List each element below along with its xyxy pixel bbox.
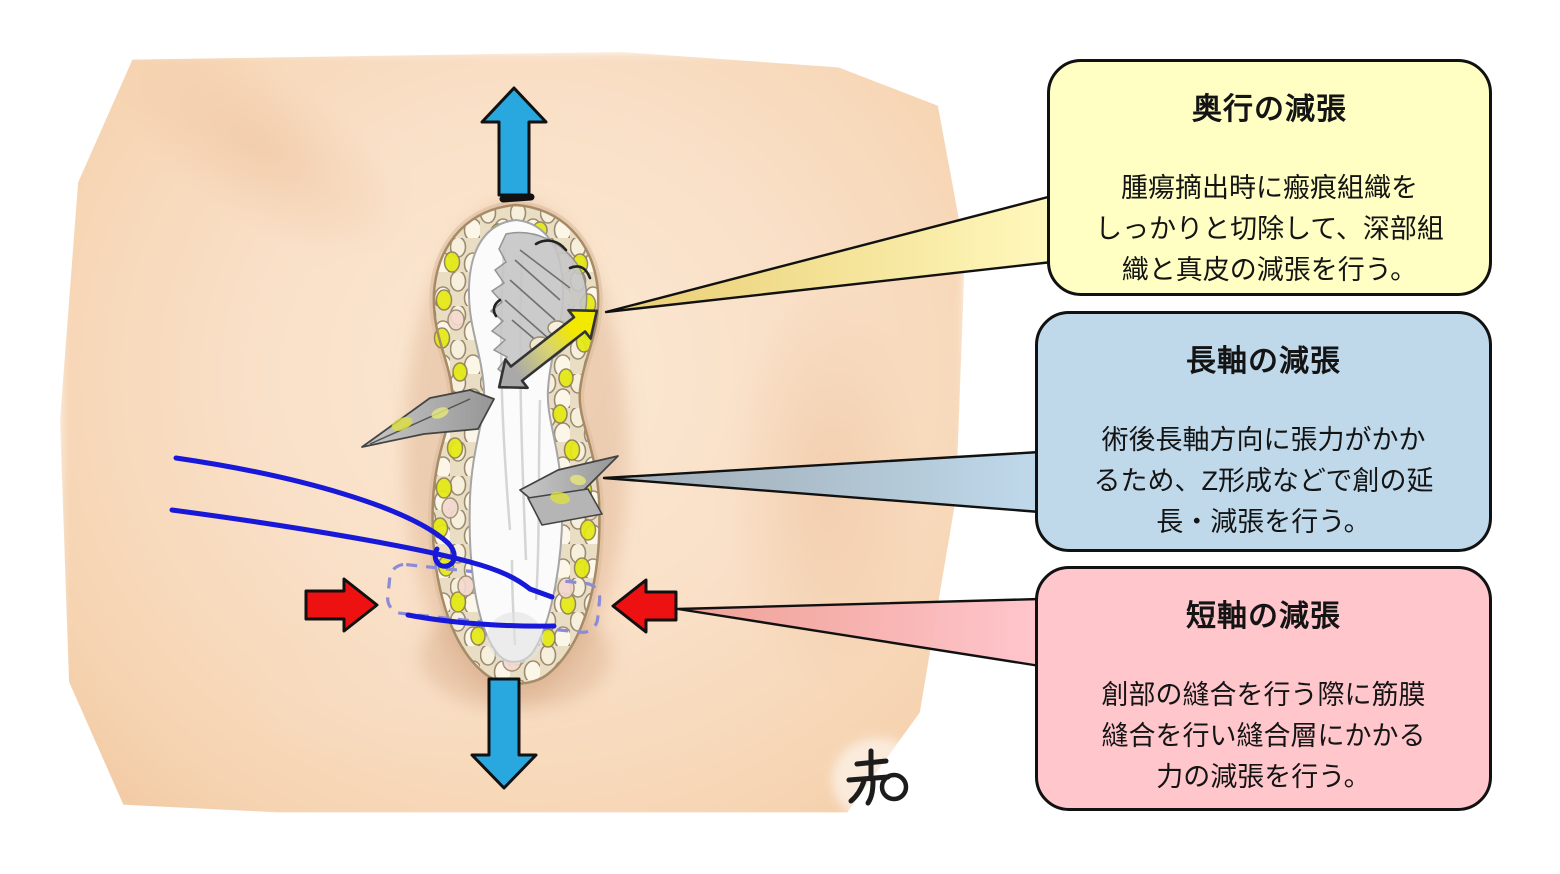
compress-arrow-left-icon <box>304 577 379 633</box>
callout-depth: 奥行の減張 腫瘍摘出時に瘢痕組織を しっかりと切除して、深部組 織と真皮の減張を… <box>1047 59 1492 296</box>
callout-long-axis-body: 術後長軸方向に張力がかか るため、Z形成などで創の延 長・減張を行う。 <box>1093 425 1434 538</box>
callout-tail-long-axis <box>602 450 1042 514</box>
callout-tail-depth <box>604 194 1054 314</box>
callout-long-axis: 長軸の減張 術後長軸方向に張力がかか るため、Z形成などで創の延 長・減張を行う… <box>1035 311 1492 552</box>
tension-arrow-up-icon <box>480 86 548 197</box>
tension-arrow-down-icon <box>470 677 538 790</box>
callout-short-axis-title: 短軸の減張 <box>1186 600 1341 633</box>
incision-top-mark <box>499 193 535 203</box>
zplasty-flap-right <box>519 455 619 526</box>
callout-short-axis: 短軸の減張 創部の縫合を行う際に筋膜 縫合を行い縫合層にかかる 力の減張を行う。 <box>1035 566 1492 811</box>
suture-thread <box>169 455 557 629</box>
callout-tail-short-axis <box>676 597 1042 668</box>
artist-signature <box>832 738 924 822</box>
callout-depth-title: 奥行の減張 <box>1192 93 1347 126</box>
callout-depth-body: 腫瘍摘出時に瘢痕組織を しっかりと切除して、深部組 織と真皮の減張を行う。 <box>1095 173 1444 286</box>
wound-cross-section <box>433 193 600 684</box>
callout-short-axis-body: 創部の縫合を行う際に筋膜 縫合を行い縫合層にかかる 力の減張を行う。 <box>1101 680 1426 793</box>
oblique-double-arrow-icon <box>497 308 599 390</box>
zplasty-flap-left <box>361 389 495 448</box>
fascia-dashed-outline <box>386 562 602 634</box>
callout-long-axis-title: 長軸の減張 <box>1186 345 1341 378</box>
compress-arrow-right-icon <box>611 578 678 634</box>
